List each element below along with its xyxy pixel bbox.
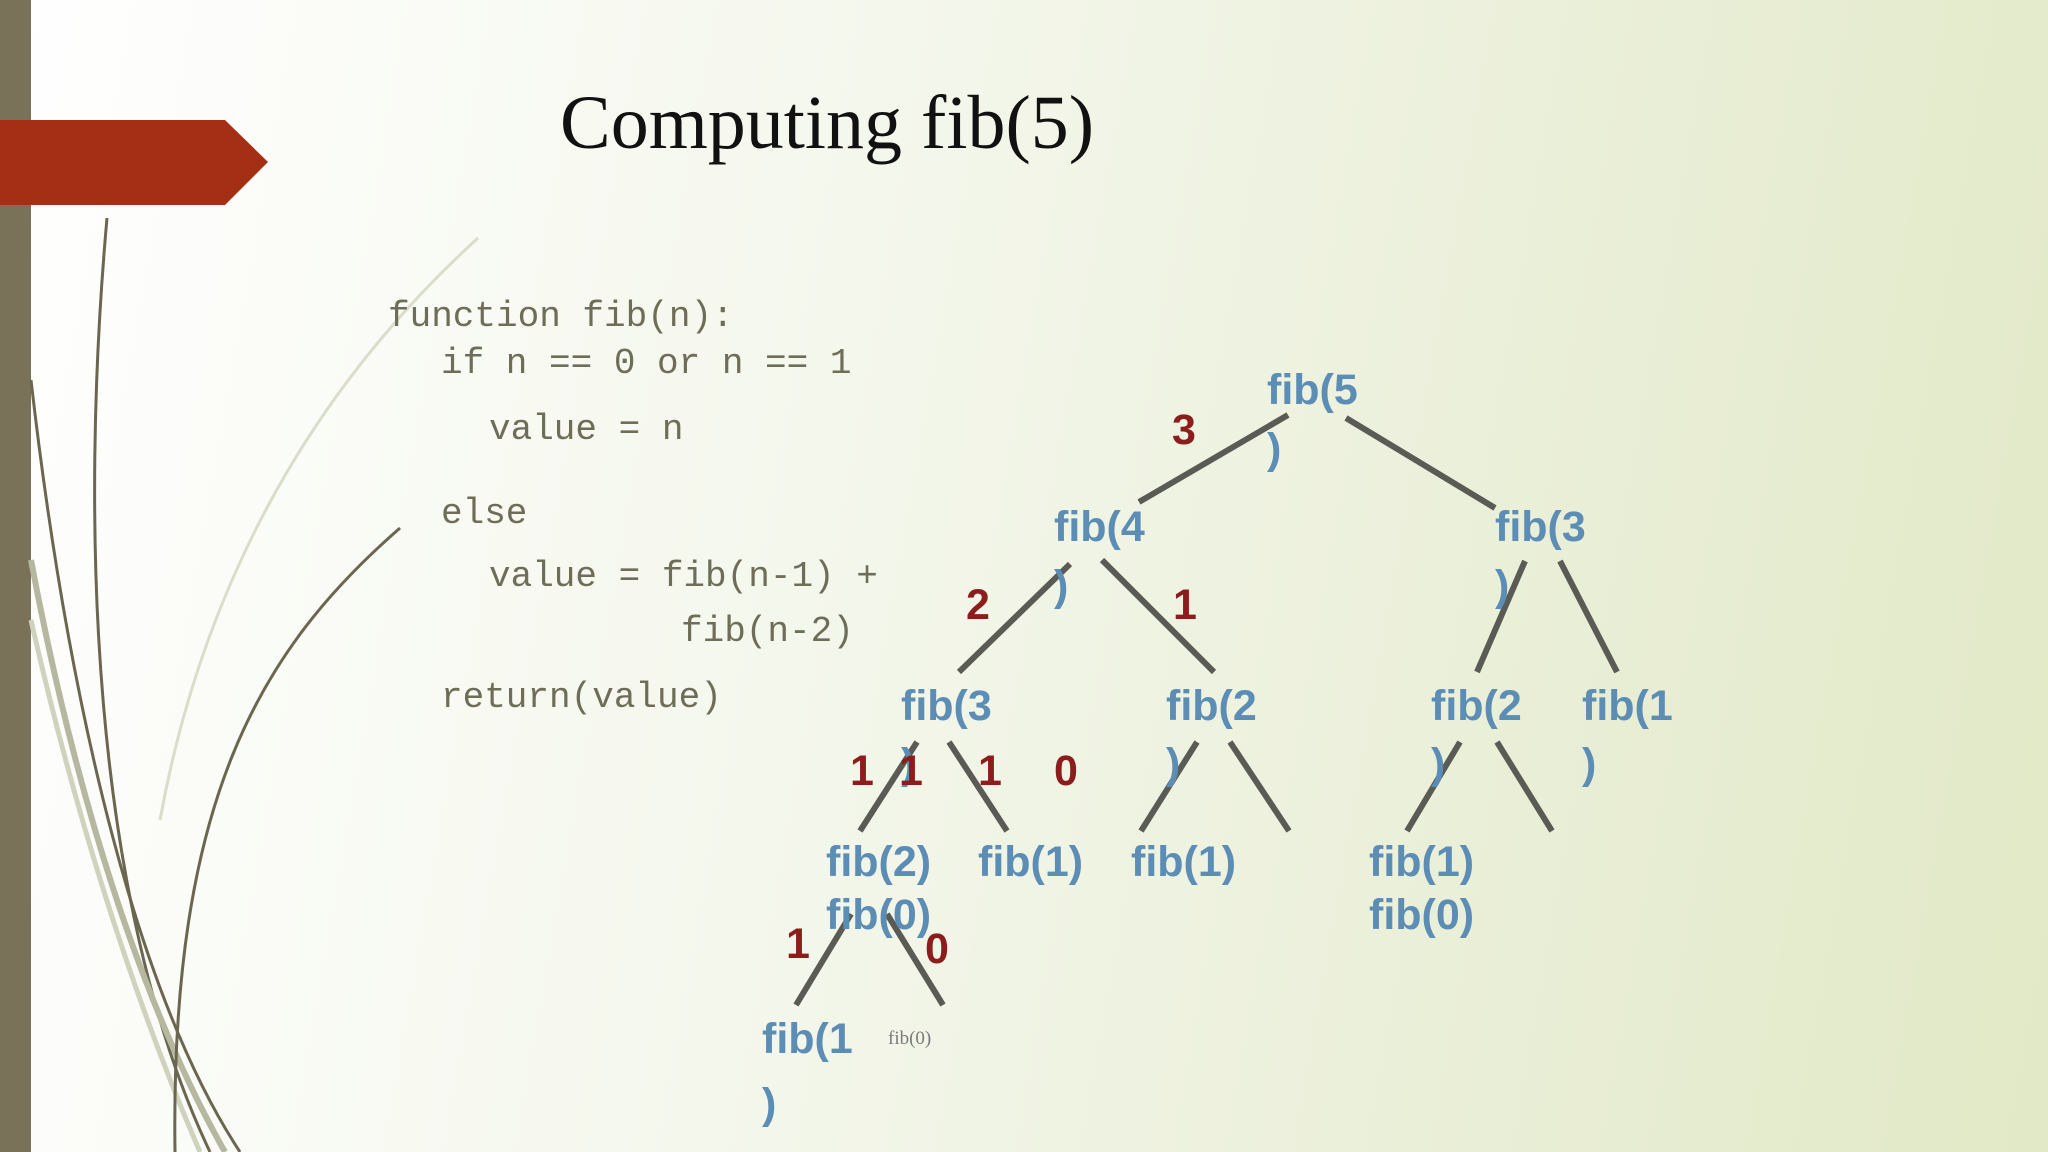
code-line-if: if n == 0 or n == 1 — [441, 343, 852, 384]
node-fib1-bottom: fib(1 ) — [762, 1015, 865, 1128]
label-value-1-bottom: 1 — [786, 920, 810, 968]
edge-fib2r-fib1-child — [1404, 740, 1463, 833]
edge-fib2r-fib0-child — [1494, 740, 1555, 833]
edge-fib5-fib3 — [1344, 415, 1497, 511]
code-line-value-n: value = n — [489, 409, 684, 450]
tree-nodes: fib(5 ) fib(4 ) fib(3 ) fib(3 ) fib(2 ) … — [762, 366, 1685, 1128]
node-fib3-right: fib(3 ) — [1495, 503, 1598, 610]
node-fib0-small: fib(0) — [888, 1028, 931, 1049]
node-fib2-fib0-left: fib(2) fib(0) — [826, 838, 943, 939]
code-line-return: return(value) — [441, 677, 722, 718]
node-fib5: fib(5 ) — [1267, 366, 1370, 473]
return-value-labels: 3 2 1 1 1 1 0 1 0 — [786, 406, 1197, 973]
node-fib2-mid: fib(2 ) — [1166, 682, 1269, 788]
label-value-1-a: 1 — [850, 747, 874, 795]
code-line-else: else — [441, 493, 528, 534]
label-value-0-bottom: 0 — [925, 925, 949, 973]
label-value-1-c: 1 — [978, 747, 1002, 795]
edge-fib2-fib1-child — [1138, 740, 1200, 833]
node-fib1-far-right: fib(1 ) — [1582, 682, 1685, 788]
edge-fib3-fib2 — [1474, 559, 1528, 674]
edge-fib5-fib4 — [1137, 412, 1290, 505]
label-value-1-top: 1 — [1173, 581, 1197, 629]
label-value-3: 3 — [1172, 406, 1196, 454]
edge-fib2-fib0-child — [1227, 740, 1292, 833]
edge-fib4-fib2 — [1099, 557, 1217, 675]
node-fib4: fib(4 ) — [1054, 503, 1157, 610]
code-line-value-recursive: value = fib(n-1) + — [489, 556, 878, 597]
label-value-2: 2 — [966, 581, 990, 629]
code-line-fib-n-2: fib(n-2) — [681, 611, 854, 652]
node-fib1-b: fib(1) — [1131, 838, 1236, 886]
node-fib1-fib0-right: fib(1) fib(0) — [1369, 838, 1486, 939]
edge-fib3-fib1-child — [946, 740, 1010, 833]
edge-fib4-fib3 — [956, 561, 1073, 675]
tree-edges — [793, 412, 1620, 1007]
node-fib1-a: fib(1) — [978, 838, 1083, 886]
label-value-1-b: 1 — [899, 747, 923, 795]
edge-fib2-fib0-bottom — [884, 912, 946, 1007]
slide-title: Computing fib(5) — [560, 81, 1095, 165]
edge-fib3-fib1 — [1557, 559, 1620, 674]
code-line-function: function fib(n): — [388, 296, 734, 337]
red-arrow-banner — [0, 120, 268, 205]
node-fib2-right: fib(2 ) — [1431, 682, 1534, 788]
label-value-0-a: 0 — [1054, 747, 1078, 795]
node-fib3-left: fib(3 ) — [901, 682, 1004, 788]
edge-fib2-fib1-bottom — [793, 912, 854, 1007]
edge-fib3-fib2-child — [857, 740, 920, 833]
